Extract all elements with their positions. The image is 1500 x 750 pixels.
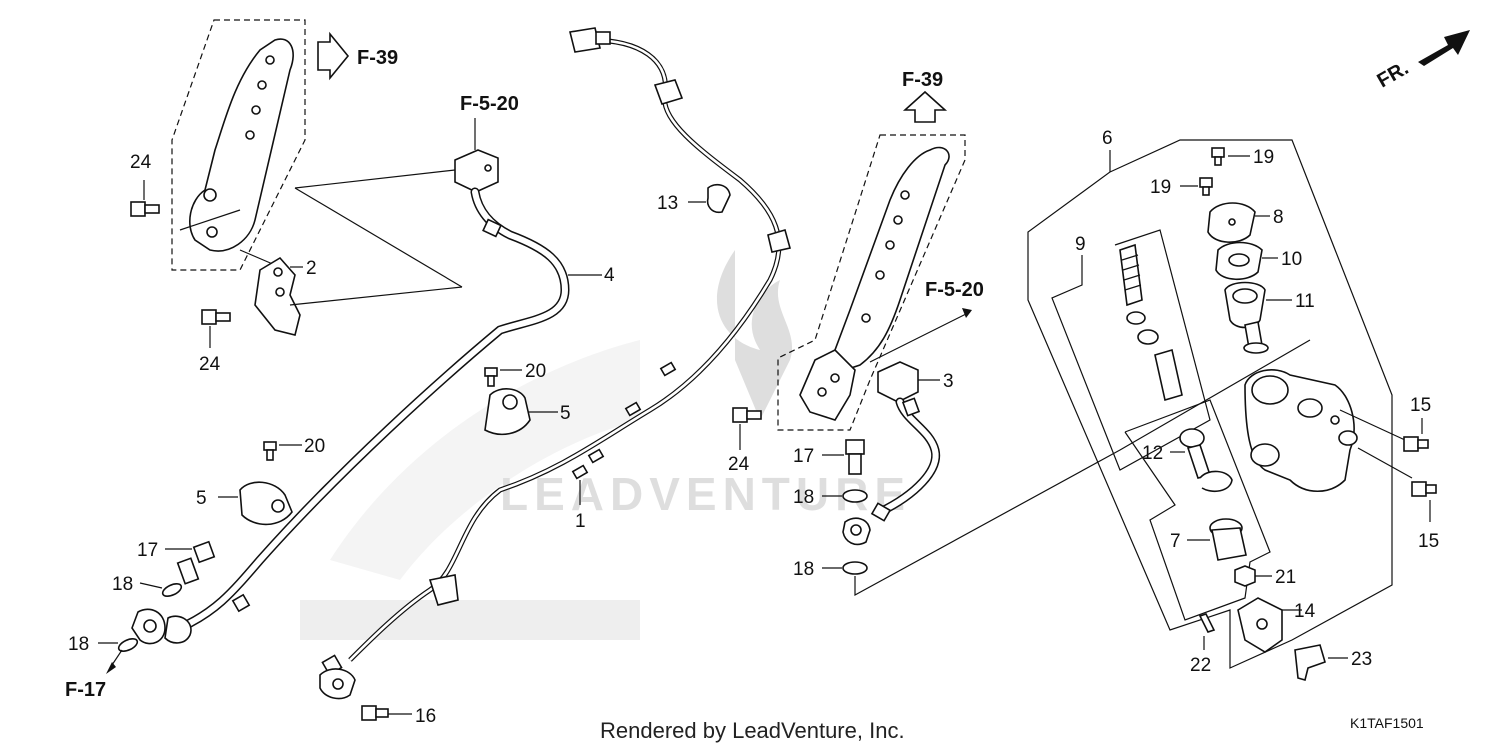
watermark: LEADVENTURE [300,250,911,640]
callout-8: 8 [1273,207,1284,228]
svg-text:LEADVENTURE: LEADVENTURE [500,468,911,520]
boot-7 [1209,518,1247,561]
right-footpeg-bracket [834,146,950,371]
right-bracket-outline [777,134,966,431]
part-3-bracket [799,349,856,421]
callout-19b: 19 [1150,177,1171,198]
bolt-20-upper [484,367,498,387]
callout-5a: 5 [560,403,571,424]
piston-9 [1154,348,1183,402]
callout-22: 22 [1190,655,1211,676]
ref-f39-mid: F-39 [902,69,943,91]
ref-f39-top: F-39 [357,47,398,69]
callout-6: 6 [1102,128,1113,149]
front-direction-arrow: FR. [1374,30,1470,92]
clamp-5-upper [484,388,531,436]
circlip [1199,470,1233,493]
spring-9 [1119,243,1143,307]
bolt-24-lower [201,309,231,348]
callout-15b: 15 [1418,531,1439,552]
callout-11: 11 [1295,291,1315,312]
bolt-12 [1179,428,1212,479]
bolt-19-lower [1199,177,1213,196]
callout-23: 23 [1351,649,1372,670]
left-bracket-outline [171,19,306,271]
callout-24a: 24 [130,152,152,173]
pin-22 [1198,613,1216,633]
subassembly-9-outline [1051,229,1211,471]
abs-sensor-wire-1 [348,37,782,662]
callout-20a: 20 [525,361,546,382]
callout-13: 13 [657,193,678,214]
ref-f17: F-17 [65,679,106,701]
subassembly-7-outline [1124,399,1271,621]
callout-10: 10 [1281,249,1302,270]
bolt-20-lower [263,441,277,461]
callout-14: 14 [1294,601,1316,622]
callout-17b: 17 [793,446,814,467]
callout-18d: 18 [793,559,814,580]
abs-sensor-body [319,654,356,700]
callout-21: 21 [1275,567,1296,588]
bolt-19-upper [1211,147,1225,166]
callout-18a: 18 [112,574,133,595]
assembly-6-outline [1027,139,1393,669]
bolt-15-upper [1403,436,1429,452]
svg-text:FR.: FR. [1374,57,1413,92]
bolt-15-lower [1411,481,1437,497]
ref-f5-20-top: F-5-20 [460,93,519,115]
callout-9: 9 [1075,234,1086,255]
callout-19a: 19 [1253,147,1274,168]
clamp-5-lower [239,481,293,526]
hose-fitting-block-left [454,149,499,193]
footer-credit: Rendered by LeadVenture, Inc. [600,718,905,743]
callout-12: 12 [1142,443,1163,464]
callout-20b: 20 [304,436,325,457]
callout-16: 16 [415,706,436,727]
nut-21 [1234,565,1256,587]
bolt-17-right [845,439,865,475]
callout-18b: 18 [68,634,89,655]
callout-24c: 24 [728,454,750,475]
ref-f5-20-mid: F-5-20 [925,279,984,301]
washer-18-c [842,489,868,503]
reservoir-11 [1224,281,1269,354]
clip-23 [1294,644,1326,681]
callout-17a: 17 [137,540,158,561]
arrow-right-icon [317,31,350,81]
bolt-16 [361,705,389,721]
washer-18-d [842,561,868,575]
washer-18-a [161,583,183,597]
callout-15a: 15 [1410,395,1431,416]
hose-fitting-block-right [877,361,919,403]
part-2-bracket [254,256,301,336]
bolt-17-left [176,540,216,585]
diagram-code: K1TAF1501 [1350,715,1424,731]
left-footpeg-bracket [189,38,294,252]
callout-18c: 18 [793,487,814,508]
washer-18-b [117,638,139,652]
clip-13 [706,183,731,214]
callout-1: 1 [575,511,586,532]
callout-7: 7 [1170,531,1181,552]
bolt-24-right [732,407,762,423]
bolt-24-left [130,180,160,217]
arrow-up-icon [902,90,948,123]
callout-3: 3 [943,371,954,392]
callout-4: 4 [604,265,615,286]
callout-24b: 24 [199,354,221,375]
callout-2: 2 [306,258,317,279]
sensor-connector [569,27,601,53]
callout-5b: 5 [196,488,207,509]
